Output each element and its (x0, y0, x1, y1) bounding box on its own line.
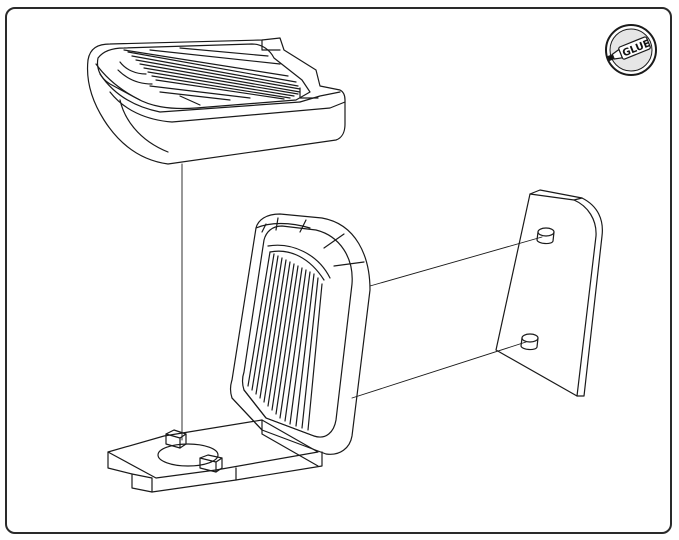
side-holder (229, 213, 371, 455)
alignment-line-upper (369, 236, 543, 287)
base-bracket (107, 419, 323, 493)
glue-badge: GLUE (605, 24, 657, 76)
wall-plate (495, 189, 603, 397)
top-cap (86, 37, 346, 165)
alignment-line-lower (351, 341, 527, 399)
diagram-frame (5, 7, 672, 534)
